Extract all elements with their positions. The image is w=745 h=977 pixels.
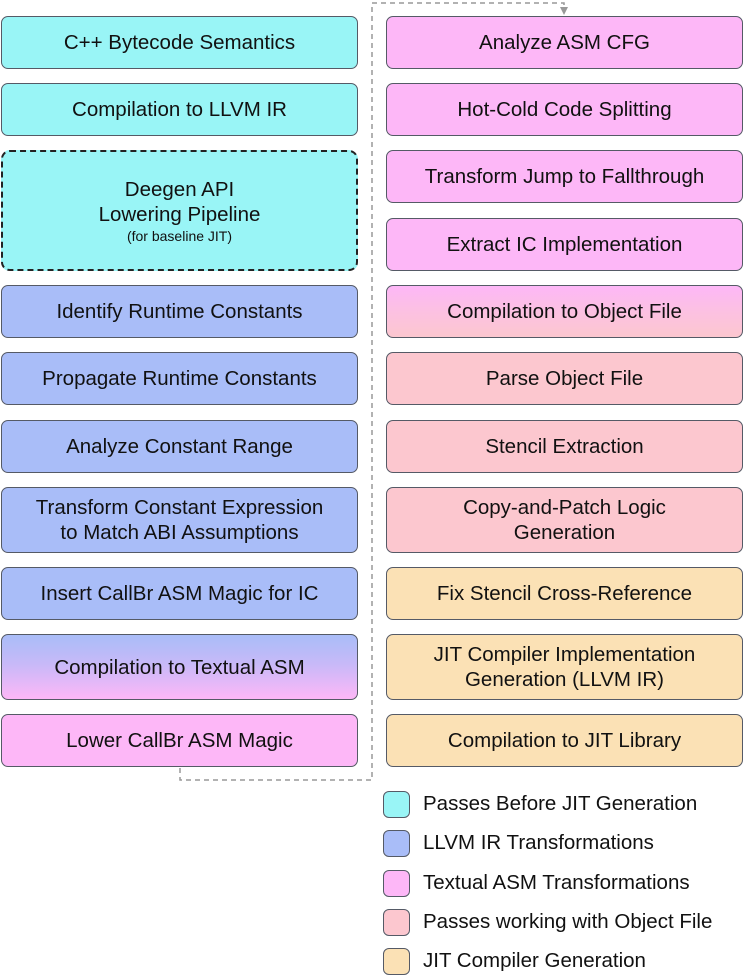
step-label: Compilation to Textual ASM — [54, 655, 305, 679]
legend-item-jit-compiler-generation: JIT Compiler Generation — [383, 946, 646, 976]
legend-label: JIT Compiler Generation — [423, 949, 646, 972]
step-label-line-2: Generation — [513, 521, 616, 544]
step-transform-constant-expression: Transform Constant Expression to Match A… — [1, 487, 358, 553]
step-label-line-1: Copy-and-Patch Logic — [463, 496, 666, 519]
step-label-line-2: to Match ABI Assumptions — [60, 521, 299, 544]
step-fix-stencil-cross-reference: Fix Stencil Cross-Reference — [386, 567, 743, 620]
legend-label: LLVM IR Transformations — [423, 831, 654, 854]
legend-item-textual-asm-transformations: Textual ASM Transformations — [383, 868, 690, 898]
legend-swatch — [383, 869, 410, 897]
step-label-line-1: Deegen API — [124, 177, 235, 201]
step-label: Compilation to LLVM IR — [72, 98, 287, 121]
step-label: Stencil Extraction — [485, 435, 644, 458]
step-label-line-2: Generation (LLVM IR) — [464, 668, 664, 691]
step-label: Fix Stencil Cross-Reference — [436, 582, 693, 605]
legend-swatch — [383, 829, 410, 857]
step-analyze-constant-range: Analyze Constant Range — [1, 420, 358, 473]
legend-swatch — [383, 790, 410, 818]
step-label-line-1: JIT Compiler Implementation — [433, 643, 696, 666]
step-propagate-runtime-constants: Propagate Runtime Constants — [1, 352, 358, 405]
legend-item-passes-before-jit: Passes Before JIT Generation — [383, 789, 697, 819]
step-label: Transform Jump to Fallthrough — [424, 165, 705, 188]
step-label: Hot-Cold Code Splitting — [457, 98, 672, 121]
step-deegen-api-lowering-pipeline: Deegen API Lowering Pipeline (for baseli… — [1, 150, 358, 271]
legend-swatch — [383, 947, 410, 975]
step-note: (for baseline JIT) — [126, 227, 233, 244]
step-compilation-to-jit-library: Compilation to JIT Library — [386, 714, 743, 767]
step-hot-cold-code-splitting: Hot-Cold Code Splitting — [386, 83, 743, 136]
step-parse-object-file: Parse Object File — [386, 352, 743, 405]
step-label: Extract IC Implementation — [446, 233, 683, 256]
legend-label: Passes working with Object File — [423, 910, 713, 933]
legend-item-object-file-passes: Passes working with Object File — [383, 907, 712, 937]
legend-item-llvm-ir-transformations: LLVM IR Transformations — [383, 828, 654, 858]
step-label: Compilation to Object File — [447, 300, 682, 323]
step-label: Compilation to JIT Library — [447, 729, 682, 752]
step-label: Propagate Runtime Constants — [42, 367, 317, 390]
step-label: Identify Runtime Constants — [56, 300, 303, 323]
legend-label: Passes Before JIT Generation — [423, 792, 698, 815]
step-label: Analyze Constant Range — [66, 435, 293, 458]
step-transform-jump-to-fallthrough: Transform Jump to Fallthrough — [386, 150, 743, 203]
step-label-line-2: Lowering Pipeline — [98, 202, 261, 226]
legend-label: Textual ASM Transformations — [423, 871, 690, 894]
legend-swatch — [383, 908, 410, 936]
step-insert-callbr-asm-magic: Insert CallBr ASM Magic for IC — [1, 567, 358, 620]
step-compilation-to-object-file: Compilation to Object File — [386, 285, 743, 338]
step-label: Parse Object File — [485, 367, 644, 390]
step-label: Insert CallBr ASM Magic for IC — [40, 582, 319, 605]
step-copy-and-patch-logic-generation: Copy-and-Patch Logic Generation — [386, 487, 743, 553]
step-label: Analyze ASM CFG — [479, 31, 650, 54]
step-label-line-1: Transform Constant Expression — [35, 496, 324, 519]
step-lower-callbr-asm-magic: Lower CallBr ASM Magic — [1, 714, 358, 767]
step-cpp-bytecode-semantics: C++ Bytecode Semantics — [1, 16, 358, 69]
step-jit-compiler-implementation-generation: JIT Compiler Implementation Generation (… — [386, 634, 743, 700]
step-analyze-asm-cfg: Analyze ASM CFG — [386, 16, 743, 69]
step-compilation-to-llvm-ir: Compilation to LLVM IR — [1, 83, 358, 136]
step-stencil-extraction: Stencil Extraction — [386, 420, 743, 473]
step-label: Lower CallBr ASM Magic — [66, 729, 293, 752]
step-extract-ic-implementation: Extract IC Implementation — [386, 218, 743, 271]
step-compilation-to-textual-asm: Compilation to Textual ASM — [1, 634, 358, 700]
step-label: C++ Bytecode Semantics — [63, 31, 296, 54]
step-identify-runtime-constants: Identify Runtime Constants — [1, 285, 358, 338]
